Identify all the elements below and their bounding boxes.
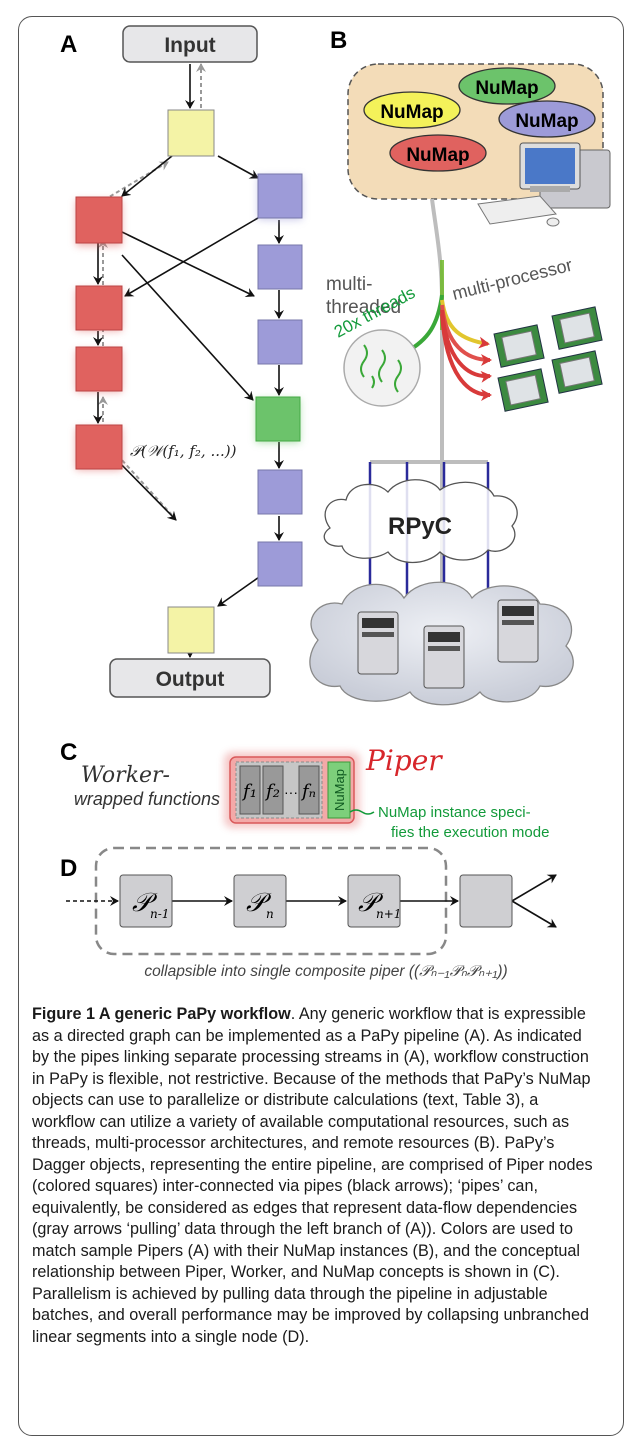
worker-line2: wrapped functions xyxy=(74,789,220,809)
piper-n: 𝒫 n xyxy=(233,874,287,928)
numap-note-line2: fies the execution mode xyxy=(391,824,549,841)
node-yellow-top xyxy=(167,109,215,157)
rpyc-cloud: RPyC xyxy=(323,479,518,564)
remote-bus xyxy=(370,440,488,464)
node-red-3 xyxy=(75,346,123,392)
node-red-2 xyxy=(75,285,123,331)
cpu-chips-icon xyxy=(493,306,603,412)
caption-body: . Any generic workflow that is expressib… xyxy=(32,1005,593,1346)
numap-blue: NuMap xyxy=(498,100,596,138)
function-f2: f₂ xyxy=(264,781,280,802)
piper-label: Piper xyxy=(365,744,443,777)
subscript-n: n xyxy=(266,907,274,921)
node-green xyxy=(255,396,301,443)
pull-arrows xyxy=(98,63,206,516)
threads-bubble xyxy=(343,329,421,407)
numap-yellow: NuMap xyxy=(363,91,461,129)
panel-d-label: D xyxy=(60,855,77,882)
piper-box: f₁ f₂ ··· fₙ NuMap xyxy=(225,753,359,827)
subscript-n-plus-1: n+1 xyxy=(376,907,401,921)
multi-threaded-line2: threaded xyxy=(326,297,401,318)
desktop-computer-icon xyxy=(477,142,611,227)
worker-line1: Worker- xyxy=(81,763,170,788)
multi-processor-label: multi-processor xyxy=(450,255,574,304)
node-red-1 xyxy=(75,196,123,246)
node-yellow-bottom xyxy=(167,606,215,654)
function-f1: f₁ xyxy=(241,781,257,802)
numap-green: NuMap xyxy=(458,67,556,105)
panel-a-label: A xyxy=(60,31,77,58)
caption-title: Figure 1 A generic PaPy workflow xyxy=(32,1005,291,1023)
panel-c-label: C xyxy=(60,739,77,766)
function-ellipsis: ··· xyxy=(284,784,298,800)
collapsible-note: collapsible into single composite piper … xyxy=(144,963,507,980)
numap-pointer xyxy=(349,809,375,815)
figure-frame xyxy=(18,16,624,1436)
numap-green-label: NuMap xyxy=(475,78,538,99)
numap-blue-label: NuMap xyxy=(515,111,578,132)
piper-chain-arrows xyxy=(66,874,557,928)
server-icons xyxy=(357,599,539,689)
numap-tag: NuMap xyxy=(332,769,347,811)
numap-note-line1: NuMap instance speci- xyxy=(378,804,531,821)
numap-yellow-label: NuMap xyxy=(380,102,443,123)
figure-caption: Figure 1 A generic PaPy workflow. Any ge… xyxy=(32,1004,600,1348)
processor-arrows xyxy=(440,299,492,401)
function-fn: fₙ xyxy=(300,781,316,802)
node-blue-2 xyxy=(257,244,303,290)
node-blue-1 xyxy=(257,173,303,220)
downstream-node xyxy=(459,874,513,928)
input-label: Input xyxy=(164,34,215,57)
panel-b-label: B xyxy=(330,27,347,54)
piper-n-plus-1: 𝒫 n+1 xyxy=(347,874,401,928)
multi-threaded-line1: multi- xyxy=(326,274,372,295)
subscript-n-minus-1: n-1 xyxy=(150,907,169,921)
numap-red-label: NuMap xyxy=(406,145,469,166)
piper-n-minus-1: 𝒫 n-1 xyxy=(119,874,173,928)
node-blue-5 xyxy=(257,541,303,587)
node-blue-4 xyxy=(257,469,303,515)
rpyc-label: RPyC xyxy=(388,513,452,540)
piper-formula: 𝒫(𝒲(f₁, f₂, ...)) xyxy=(130,442,237,460)
node-red-4 xyxy=(75,424,123,470)
input-node: Input xyxy=(122,25,258,63)
node-blue-3 xyxy=(257,319,303,365)
numap-red: NuMap xyxy=(389,134,487,172)
output-node: Output xyxy=(109,658,271,698)
output-label: Output xyxy=(156,668,225,691)
